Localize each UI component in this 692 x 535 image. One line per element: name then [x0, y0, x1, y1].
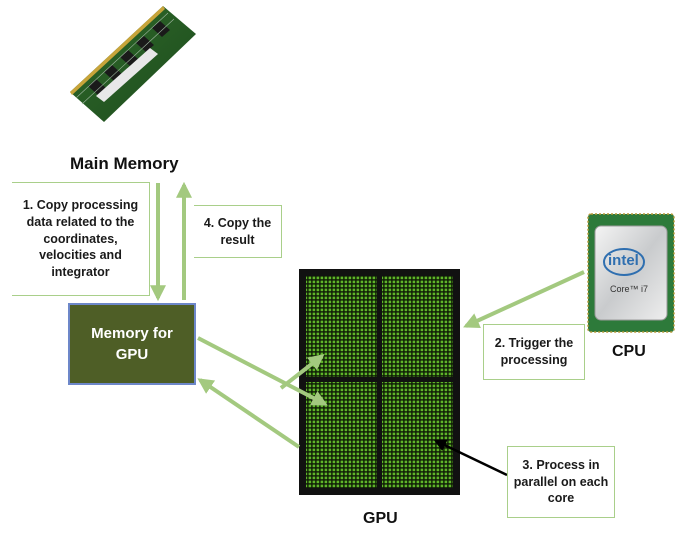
arrow-into-gpu-b: [279, 354, 325, 390]
cpu-model-text: Core™ i7: [610, 284, 649, 294]
arrow-trigger: [463, 270, 585, 328]
ram-module-icon: [70, 6, 196, 122]
gpu-chip: [299, 269, 460, 495]
step1-callout: 1. Copy processing data related to the c…: [12, 182, 150, 296]
gpu-label: GPU: [363, 510, 398, 527]
cpu-chip-icon: [587, 213, 675, 333]
cpu-brand-text: intel: [608, 252, 639, 269]
step4-callout: 4. Copy the result: [194, 205, 282, 258]
step3-callout: 3. Process in parallel on each core: [507, 446, 615, 518]
arrow-process: [433, 439, 508, 477]
memory-for-gpu-box: Memory for GPU: [68, 303, 196, 385]
arrow-gpu-to-mem: [197, 378, 301, 449]
arrow-mem-to-gpu-a: [197, 336, 328, 406]
cpu-label: CPU: [612, 343, 646, 360]
step2-callout: 2. Trigger the processing: [483, 324, 585, 380]
main-memory-label: Main Memory: [70, 154, 179, 173]
arrows: [150, 181, 585, 449]
